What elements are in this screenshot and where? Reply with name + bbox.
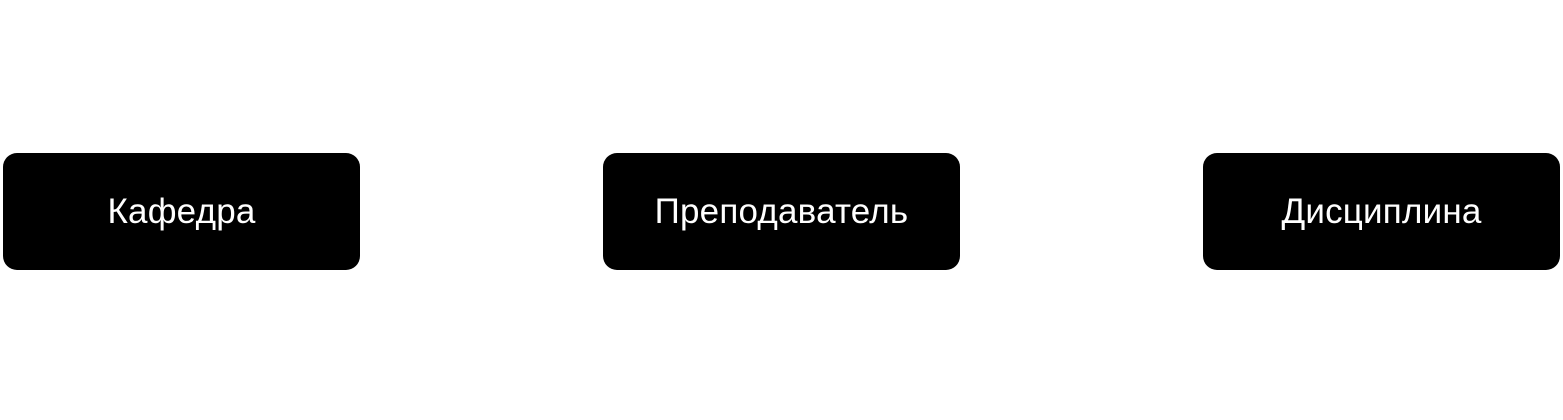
entity-box-prepodavatel: Преподаватель [603,153,960,270]
entity-label-disciplina: Дисциплина [1281,192,1482,231]
entity-box-disciplina: Дисциплина [1203,153,1560,270]
entity-box-kafedra: Кафедра [3,153,360,270]
entity-label-prepodavatel: Преподаватель [654,192,909,231]
entity-label-kafedra: Кафедра [107,192,256,231]
